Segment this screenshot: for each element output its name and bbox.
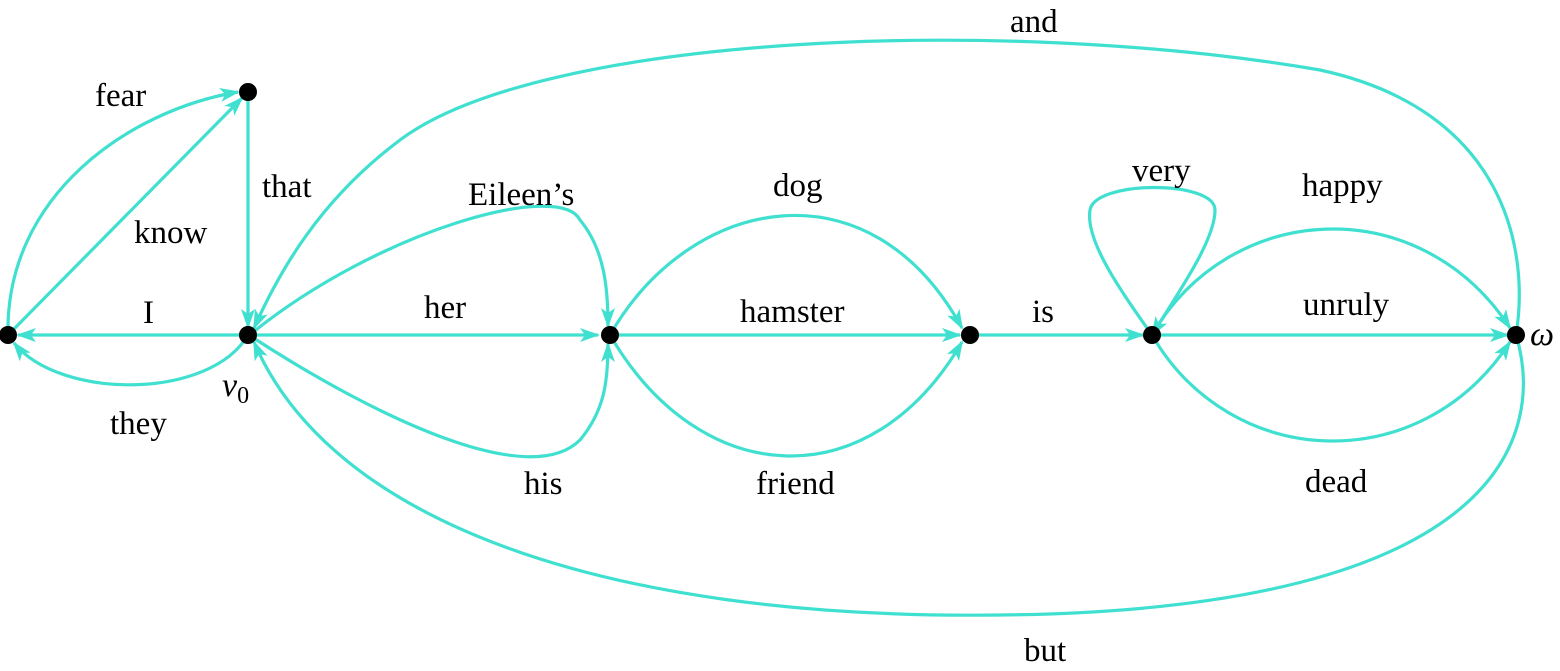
node-n3	[601, 326, 619, 344]
node-left	[0, 326, 17, 344]
edge-label-happy: happy	[1302, 168, 1383, 204]
node-n4	[961, 326, 979, 344]
edge-they	[12, 334, 250, 387]
edge-label-her: her	[424, 290, 466, 326]
node-v0	[239, 326, 257, 344]
edge-dead	[1150, 334, 1512, 443]
edge-label-is: is	[1032, 294, 1054, 330]
node-top	[239, 83, 257, 101]
edge-label-I: I	[143, 295, 154, 331]
edge-label-friend: friend	[756, 466, 835, 502]
edge-his	[251, 335, 615, 459]
edge-very	[1087, 185, 1217, 337]
edge-label-know: know	[134, 215, 208, 251]
edge-fear	[6, 88, 240, 336]
edge-happy	[1150, 227, 1512, 336]
edge-label-they: they	[110, 406, 167, 442]
edge-but	[252, 334, 1525, 617]
node-n5	[1143, 326, 1161, 344]
edge-label-and: and	[1010, 4, 1058, 40]
edge-dog	[608, 213, 964, 336]
edge-labels: fear know that I they Eileen’s her his d…	[95, 4, 1390, 669]
nodes	[0, 83, 1525, 344]
edge-label-his: his	[524, 466, 563, 502]
edge-and	[252, 38, 1521, 336]
node-omega	[1507, 326, 1525, 344]
edge-eileens	[250, 204, 615, 335]
edge-label-dog: dog	[773, 168, 823, 204]
edges	[6, 38, 1525, 617]
edge-know	[6, 96, 244, 337]
node-label-omega: ω	[1530, 316, 1554, 353]
edge-label-that: that	[262, 169, 311, 205]
edge-label-eileens: Eileen’s	[468, 177, 574, 213]
edge-label-dead: dead	[1305, 464, 1368, 500]
edge-label-hamster: hamster	[740, 294, 844, 330]
edge-friend	[608, 334, 964, 458]
edge-label-very: very	[1132, 153, 1191, 189]
edge-label-fear: fear	[95, 78, 146, 114]
edge-label-unruly: unruly	[1303, 287, 1390, 323]
node-label-v0: v0	[222, 367, 249, 409]
edge-label-but: but	[1024, 633, 1066, 669]
